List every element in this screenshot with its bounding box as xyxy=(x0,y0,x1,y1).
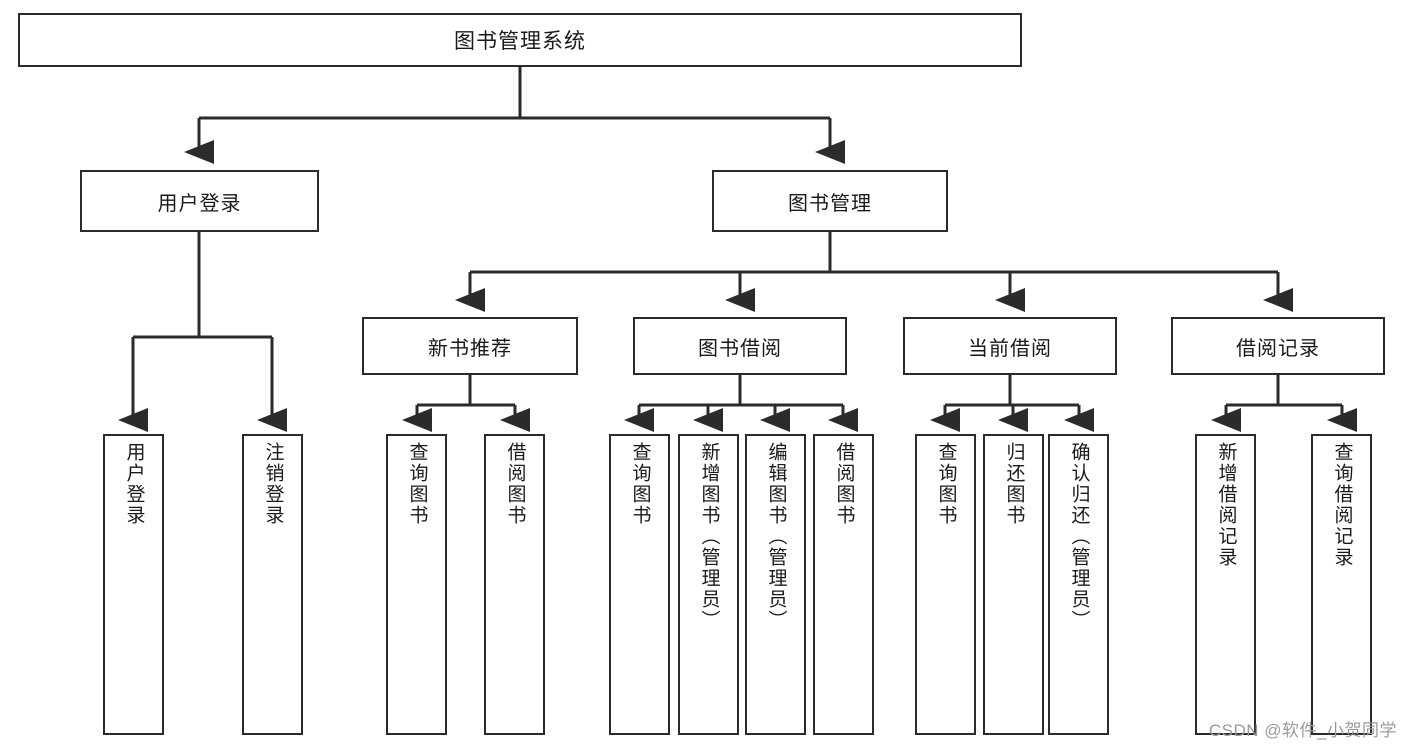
node-user-login[interactable]: 用户登录 xyxy=(80,170,319,232)
node-book-manage[interactable]: 图书管理 xyxy=(712,170,948,232)
node-root-label: 图书管理系统 xyxy=(454,30,586,53)
node-new-book-recommend-label: 新书推荐 xyxy=(428,337,512,360)
node-leaf-return-book-label: 归还图书 xyxy=(1003,442,1025,526)
node-leaf-query-book-2-label: 查询图书 xyxy=(629,442,651,526)
node-book-borrow-label: 图书借阅 xyxy=(698,337,782,360)
node-book-borrow[interactable]: 图书借阅 xyxy=(633,317,847,375)
node-current-borrow[interactable]: 当前借阅 xyxy=(903,317,1117,375)
node-leaf-add-record[interactable]: 新增借阅记录 xyxy=(1195,434,1256,735)
node-leaf-logout-login-label: 注销登录 xyxy=(262,442,284,526)
node-book-manage-label: 图书管理 xyxy=(788,192,872,215)
node-leaf-query-book-3[interactable]: 查询图书 xyxy=(915,434,976,735)
node-leaf-borrow-book-2-label: 借阅图书 xyxy=(833,442,855,526)
node-leaf-query-book-1-label: 查询图书 xyxy=(406,442,428,526)
csdn-watermark: CSDN @软件_小贺同学 xyxy=(1208,721,1397,740)
node-leaf-confirm-return[interactable]: 确认归还（管理员） xyxy=(1048,434,1109,735)
node-leaf-query-book-2[interactable]: 查询图书 xyxy=(609,434,670,735)
node-leaf-add-book[interactable]: 新增图书（管理员） xyxy=(678,434,739,735)
node-leaf-user-login-label: 用户登录 xyxy=(123,442,145,526)
node-leaf-borrow-book-1[interactable]: 借阅图书 xyxy=(484,434,545,735)
node-leaf-logout-login[interactable]: 注销登录 xyxy=(242,434,303,735)
node-borrow-record[interactable]: 借阅记录 xyxy=(1171,317,1385,375)
node-leaf-query-book-1[interactable]: 查询图书 xyxy=(386,434,447,735)
node-leaf-query-record[interactable]: 查询借阅记录 xyxy=(1311,434,1372,735)
node-current-borrow-label: 当前借阅 xyxy=(968,337,1052,360)
node-leaf-query-book-3-label: 查询图书 xyxy=(935,442,957,526)
node-leaf-edit-book[interactable]: 编辑图书（管理员） xyxy=(745,434,806,735)
node-borrow-record-label: 借阅记录 xyxy=(1236,337,1320,360)
node-leaf-add-book-label: 新增图书（管理员） xyxy=(698,442,720,631)
node-root[interactable]: 图书管理系统 xyxy=(18,13,1022,67)
node-leaf-borrow-book-1-label: 借阅图书 xyxy=(504,442,526,526)
node-leaf-return-book[interactable]: 归还图书 xyxy=(983,434,1044,735)
node-leaf-confirm-return-label: 确认归还（管理员） xyxy=(1068,442,1090,631)
node-leaf-borrow-book-2[interactable]: 借阅图书 xyxy=(813,434,874,735)
node-leaf-add-record-label: 新增借阅记录 xyxy=(1215,442,1237,568)
node-leaf-edit-book-label: 编辑图书（管理员） xyxy=(765,442,787,631)
node-leaf-query-record-label: 查询借阅记录 xyxy=(1331,442,1353,568)
node-new-book-recommend[interactable]: 新书推荐 xyxy=(362,317,578,375)
node-user-login-label: 用户登录 xyxy=(157,192,242,215)
node-leaf-user-login[interactable]: 用户登录 xyxy=(103,434,164,735)
